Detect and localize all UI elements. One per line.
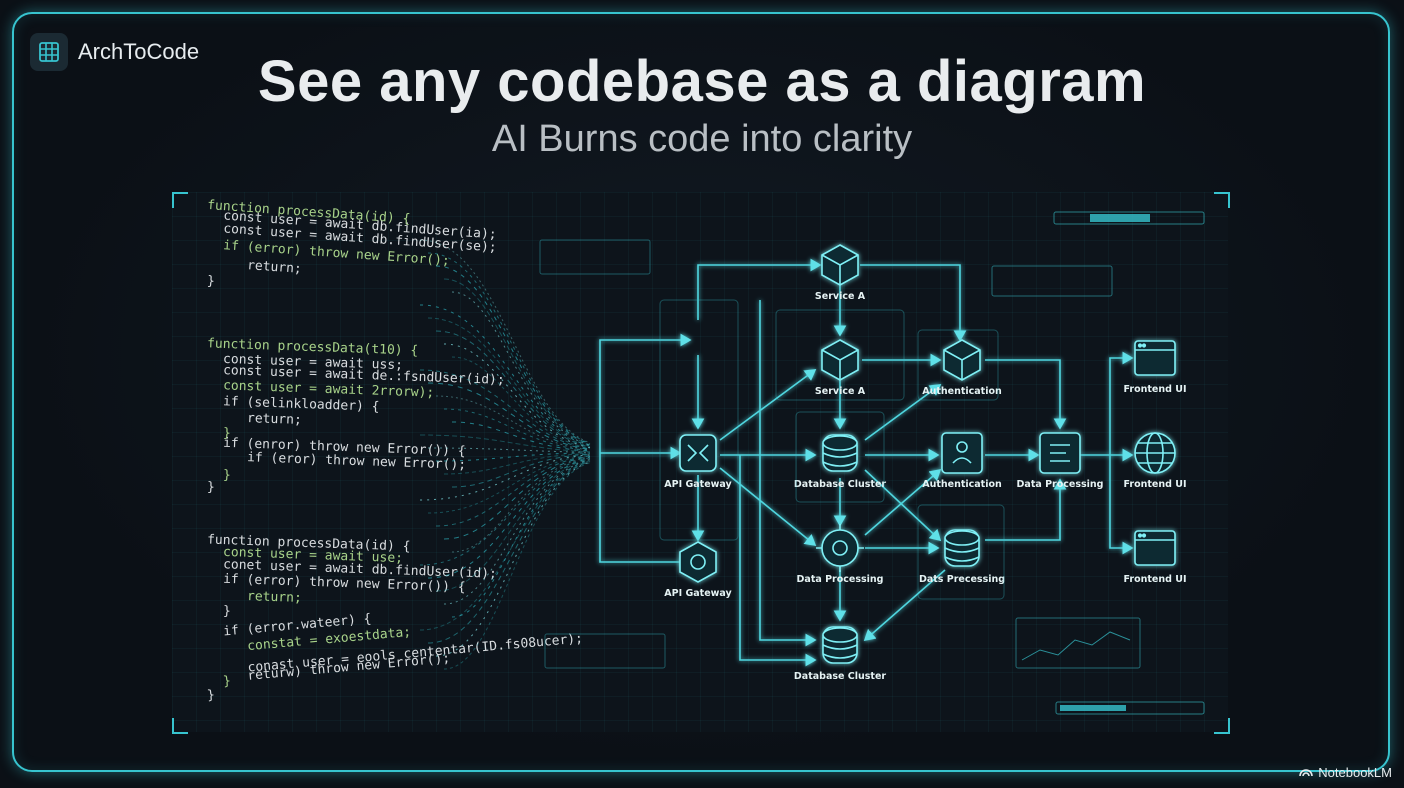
node-label: Authentication — [922, 386, 1002, 397]
globe-icon — [1134, 432, 1176, 474]
code-stream-line — [443, 462, 591, 670]
notebooklm-icon — [1299, 765, 1314, 780]
code-stream-line — [435, 458, 591, 592]
node-api-gateway-main: API Gateway — [664, 434, 733, 490]
node-data-processing-mid: Data Processing — [797, 524, 884, 585]
connections — [599, 258, 1134, 667]
headline-title: See any codebase as a diagram — [257, 49, 1147, 114]
node-label: Data Processing — [797, 574, 884, 585]
code-streams — [419, 239, 591, 670]
grid-icon — [30, 33, 68, 71]
panel-corner — [172, 718, 188, 734]
gateway-icon — [679, 434, 717, 472]
window-icon — [1134, 340, 1176, 376]
cube-icon — [821, 339, 859, 381]
code-stream-line — [443, 278, 591, 446]
cog-icon — [816, 524, 864, 572]
hex-icon — [679, 541, 717, 583]
node-dats-processing: Dats Precessing — [919, 529, 1005, 585]
node-frontend-ui-3: Frontend UI — [1124, 530, 1187, 585]
code-stream-line — [419, 460, 591, 631]
code-stream-line — [435, 395, 591, 451]
code-stream-line — [451, 459, 591, 618]
node-database-cluster-bottom: Database Cluster — [794, 626, 886, 682]
code-stream-line — [443, 453, 591, 475]
cube-icon — [821, 244, 859, 286]
brand-logo: ArchToCode — [30, 33, 199, 71]
node-frontend-ui-1: Frontend UI — [1124, 340, 1187, 395]
node-label: Dats Precessing — [919, 574, 1005, 585]
node-label: Service A — [815, 291, 866, 302]
watermark: NotebookLM — [1299, 765, 1392, 780]
watermark-label: NotebookLM — [1318, 765, 1392, 780]
node-label: Data Processing — [1017, 479, 1104, 490]
code-stream-line — [443, 408, 591, 452]
code-stream-line — [435, 461, 591, 657]
code-stream-line — [451, 456, 591, 553]
node-label: Authentication — [922, 479, 1002, 490]
code-stream-line — [443, 343, 591, 449]
db-icon — [944, 529, 980, 567]
node-frontend-ui-2: Frontend UI — [1124, 432, 1187, 490]
code-stream-line — [427, 457, 591, 579]
code-stream-line — [419, 454, 591, 501]
panel-corner — [1214, 718, 1230, 734]
db-icon — [822, 434, 858, 472]
node-data-processing-right: Data Processing — [1017, 432, 1104, 490]
code-stream-line — [419, 434, 591, 453]
code-stream-line — [419, 239, 591, 444]
node-service-a-top: Service A — [815, 244, 866, 302]
node-label: API Gateway — [664, 588, 732, 599]
code-stream-line — [443, 456, 591, 540]
panel-corner — [1214, 192, 1230, 208]
code-stream-line — [427, 252, 591, 444]
code-stream-line — [427, 454, 591, 514]
hud-widgets — [539, 211, 1205, 715]
node-label: Service A — [815, 386, 866, 397]
node-authentication-top: Authentication — [922, 339, 1002, 397]
code-stream-line — [443, 459, 591, 605]
code-stream-line — [419, 369, 591, 450]
code-stream-line — [427, 447, 591, 453]
code-stream-line — [435, 452, 591, 462]
node-label: Frontend UI — [1124, 384, 1187, 395]
node-label: Database Cluster — [794, 479, 886, 490]
doc-icon — [1039, 432, 1081, 474]
node-service-a-mid: Service A — [815, 339, 866, 397]
code-stream-line — [427, 460, 591, 644]
code-stream-line — [435, 455, 591, 527]
code-stream-line — [427, 382, 591, 450]
node-label: Database Cluster — [794, 671, 886, 682]
code-stream-line — [451, 356, 591, 449]
auth-icon — [941, 432, 983, 474]
node-label: API Gateway — [664, 479, 732, 490]
node-label: Frontend UI — [1124, 574, 1187, 585]
code-stream-line — [419, 304, 591, 447]
code-stream-line — [451, 421, 591, 452]
panel-corner — [172, 192, 188, 208]
window-icon — [1134, 530, 1176, 566]
node-label: Frontend UI — [1124, 479, 1187, 490]
headline-subtitle: AI Burns code into clarity — [491, 118, 913, 160]
db-icon — [822, 626, 858, 664]
code-stream-line — [451, 453, 591, 488]
node-database-cluster-mid: Database Cluster — [794, 434, 886, 490]
node-authentication-mid: Authentication — [922, 432, 1002, 490]
node-api-gateway-lower: API Gateway — [664, 541, 733, 599]
brand-name: ArchToCode — [78, 39, 200, 64]
code-stream-line — [451, 291, 591, 446]
code-stream-line — [435, 330, 591, 448]
cube-icon — [943, 339, 981, 381]
